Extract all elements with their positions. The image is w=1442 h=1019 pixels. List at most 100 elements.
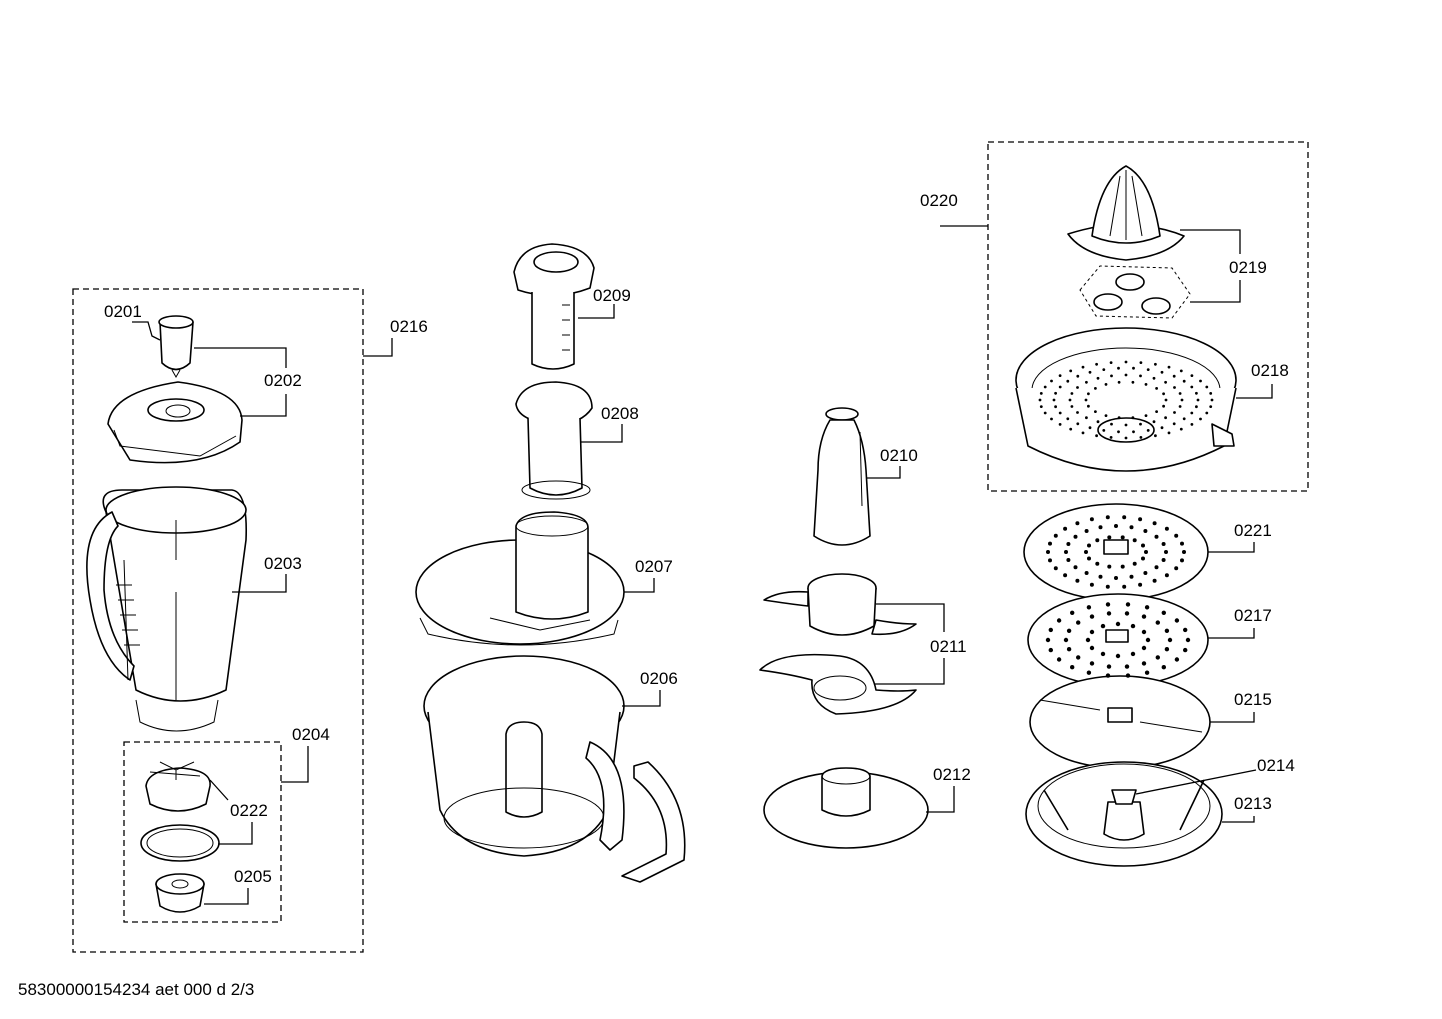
grating-hole — [1182, 550, 1186, 554]
part-0218-juice-sieve[interactable] — [1015, 327, 1237, 472]
sieve-hole — [1124, 360, 1128, 364]
sieve-hole — [1162, 392, 1165, 396]
grating-hole — [1164, 573, 1169, 578]
grating-hole — [1084, 571, 1089, 575]
part-0217-slicing-disc[interactable] — [1027, 593, 1209, 687]
grating-hole — [1075, 578, 1080, 583]
part-0207-bowl-lid[interactable] — [415, 511, 625, 646]
sieve-hole — [1205, 385, 1209, 389]
sieve-hole — [1205, 411, 1209, 415]
label-0208: 0208 — [601, 404, 639, 423]
slicing-hole — [1144, 605, 1150, 610]
grating-hole — [1138, 582, 1143, 587]
sieve-hole — [1144, 383, 1148, 386]
part-0204-blade-assembly[interactable] — [145, 761, 211, 812]
grating-hole — [1048, 558, 1052, 563]
part-0201-measuring-cap[interactable] — [158, 315, 194, 379]
sieve-hole — [1050, 417, 1053, 421]
grating-hole — [1095, 538, 1100, 543]
part-0206-handle-cover[interactable] — [621, 761, 686, 883]
label-0222: 0222 — [230, 801, 268, 820]
part-0219-citrus-cone[interactable] — [1067, 165, 1185, 261]
grating-hole — [1180, 558, 1184, 563]
document-id-footer: 58300000154234 aet 000 d 2/3 — [18, 980, 255, 999]
sieve-hole — [1070, 392, 1074, 395]
part-0211-chopping-blade[interactable] — [759, 573, 917, 715]
grating-hole — [1154, 534, 1159, 539]
slicing-hole — [1130, 651, 1136, 657]
slicing-hole — [1115, 621, 1121, 627]
label-0207: 0207 — [635, 557, 673, 576]
sieve-hole — [1117, 430, 1120, 434]
grating-hole — [1152, 521, 1157, 526]
slicing-hole — [1106, 664, 1112, 669]
grating-hole — [1073, 534, 1078, 539]
sieve-hole — [1069, 427, 1073, 431]
sieve-hole — [1102, 368, 1106, 371]
label-0212: 0212 — [933, 765, 971, 784]
label-0220: 0220 — [920, 191, 958, 210]
sieve-hole — [1058, 374, 1062, 377]
grating-hole — [1095, 561, 1100, 566]
grating-hole — [1084, 550, 1088, 554]
part-labels: 0201 0202 0216 0203 0204 0222 0205 0209 … — [104, 191, 1295, 886]
group-box-0220 — [987, 141, 1309, 492]
grating-hole — [1122, 584, 1127, 589]
sieve-hole — [1124, 436, 1128, 440]
sieve-hole — [1199, 417, 1202, 421]
sieve-hole — [1054, 391, 1057, 395]
slicing-hole — [1183, 647, 1188, 653]
slicing-hole — [1066, 647, 1072, 652]
sieve-hole — [1155, 387, 1158, 390]
grating-hole — [1141, 556, 1145, 561]
part-0205-coupling[interactable] — [155, 873, 205, 913]
label-0204: 0204 — [292, 725, 330, 744]
part-0215-julienne-disc[interactable] — [1029, 675, 1211, 769]
part-0222-seal-ring[interactable] — [140, 824, 220, 862]
sieve-hole — [1195, 405, 1198, 409]
sieve-hole — [1132, 366, 1135, 370]
slicing-hole — [1070, 665, 1075, 670]
part-0212-disc-carrier[interactable] — [763, 767, 929, 849]
part-0210-drive-shaft[interactable] — [813, 407, 871, 546]
part-0219-cone-adapters[interactable] — [1079, 265, 1191, 319]
sieve-hole — [1139, 436, 1143, 439]
part-0214-drive-coupling[interactable] — [1103, 789, 1145, 841]
grating-hole — [1154, 565, 1159, 570]
grating-hole — [1105, 515, 1110, 520]
grating-hole — [1120, 535, 1125, 540]
part-0208-inner-pusher[interactable] — [515, 381, 593, 500]
grating-hole — [1129, 574, 1134, 579]
sieve-hole — [1160, 426, 1164, 430]
label-0215: 0215 — [1234, 690, 1272, 709]
grating-hole — [1105, 584, 1110, 589]
grating-hole — [1152, 578, 1157, 583]
sieve-hole — [1190, 374, 1194, 377]
grating-hole — [1089, 582, 1094, 587]
part-0202-blender-lid[interactable] — [107, 381, 243, 464]
sieve-hole — [1139, 374, 1142, 378]
part-0209-pusher[interactable] — [513, 243, 595, 370]
slicing-hole — [1164, 647, 1170, 652]
sieve-hole — [1172, 422, 1176, 426]
sieve-hole — [1085, 416, 1088, 420]
grating-hole — [1066, 542, 1071, 546]
sieve-hole — [1117, 380, 1121, 384]
part-0203-blender-jug[interactable] — [86, 486, 248, 732]
grating-hole — [1129, 525, 1134, 530]
sieve-hole — [1069, 369, 1073, 373]
part-0206-mixing-bowl[interactable] — [423, 655, 625, 857]
sieve-hole — [1131, 380, 1135, 384]
sieve-hole — [1043, 411, 1047, 415]
leader-lines — [132, 225, 1273, 905]
sieve-hole — [1124, 373, 1128, 377]
sieve-hole — [1104, 383, 1108, 386]
sieve-hole — [1058, 423, 1062, 426]
sieve-hole — [1054, 405, 1057, 409]
part-0221-grating-disc[interactable] — [1023, 503, 1209, 601]
sieve-hole — [1210, 398, 1214, 402]
label-0201: 0201 — [104, 302, 142, 321]
sieve-hole — [1209, 405, 1213, 408]
sieve-hole — [1076, 386, 1079, 389]
grating-hole — [1075, 521, 1080, 526]
